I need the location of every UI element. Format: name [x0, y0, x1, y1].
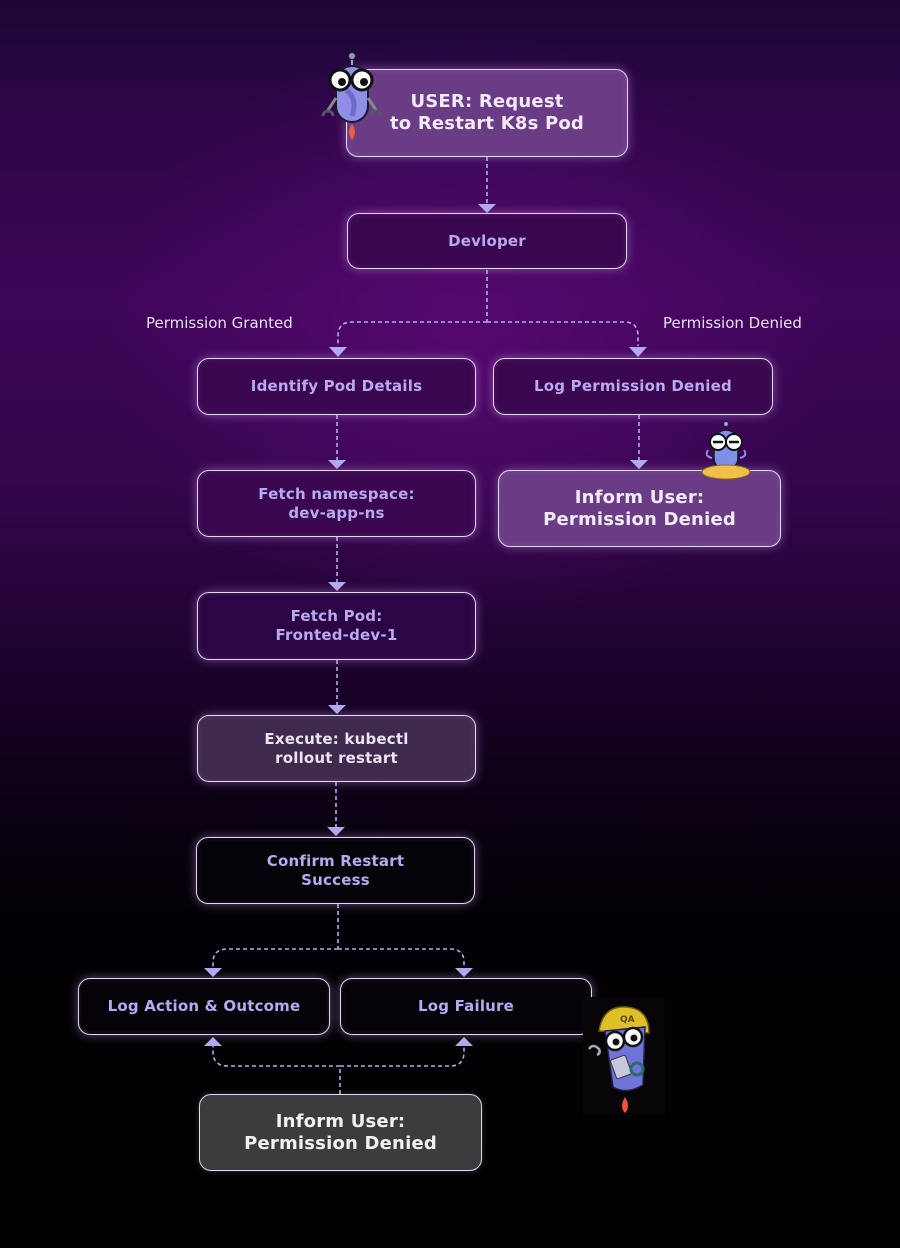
robot-mascot-icon	[321, 52, 383, 140]
node-identify-pod-details-text: Identify Pod Details	[250, 377, 423, 395]
node-developer[interactable]: Devloper	[347, 213, 627, 269]
arrowhead-icon	[328, 582, 346, 591]
meditating-robot-icon	[701, 422, 751, 480]
node-inform-user-denied-bottom[interactable]: Inform User: Permission Denied	[199, 1094, 482, 1171]
arrowhead-icon	[478, 204, 496, 213]
label-permission-granted: Permission Granted	[146, 314, 293, 332]
qa-robot-panel: QA	[583, 997, 665, 1115]
connector-merge-to-log-action	[212, 1046, 340, 1067]
node-developer-text: Devloper	[448, 231, 526, 250]
node-user-request[interactable]: USER: Request to Restart K8s Pod	[346, 69, 628, 157]
node-log-action-outcome[interactable]: Log Action & Outcome	[78, 978, 330, 1035]
arrowhead-icon	[328, 460, 346, 469]
arrowhead-icon	[328, 705, 346, 714]
qa-robot-icon: QA	[587, 1006, 650, 1113]
node-execute-kubectl-text: Execute: kubectl rollout restart	[264, 729, 409, 767]
arrowhead-up-icon	[204, 1037, 222, 1046]
node-fetch-pod[interactable]: Fetch Pod: Fronted-dev-1	[197, 592, 476, 660]
node-log-action-outcome-text: Log Action & Outcome	[107, 997, 301, 1015]
connector-merge-to-log-failure	[340, 1046, 465, 1067]
arrowhead-icon	[455, 968, 473, 977]
node-execute-kubectl[interactable]: Execute: kubectl rollout restart	[197, 715, 476, 782]
arrowhead-icon	[329, 347, 347, 357]
arrowhead-icon	[630, 460, 648, 469]
node-user-request-text: USER: Request to Restart K8s Pod	[389, 91, 584, 134]
node-fetch-pod-text: Fetch Pod: Fronted-dev-1	[275, 607, 398, 644]
arrowhead-icon	[629, 347, 647, 357]
node-inform-user-denied-right[interactable]: Inform User: Permission Denied	[498, 470, 781, 547]
node-log-permission-denied-text: Log Permission Denied	[534, 377, 732, 395]
node-confirm-restart-text: Confirm Restart Success	[266, 851, 405, 889]
node-log-permission-denied[interactable]: Log Permission Denied	[493, 358, 773, 415]
connector-to-log-action	[212, 948, 338, 968]
node-log-failure-text: Log Failure	[417, 997, 515, 1015]
connector-to-log-failure	[338, 948, 465, 968]
arrowhead-icon	[327, 827, 345, 836]
connector-to-identify	[337, 321, 487, 346]
label-permission-denied: Permission Denied	[663, 314, 802, 332]
qa-badge-text: QA	[620, 1015, 635, 1025]
node-fetch-namespace-text: Fetch namespace: dev-app-ns	[258, 484, 415, 522]
node-identify-pod-details[interactable]: Identify Pod Details	[197, 358, 476, 415]
node-confirm-restart[interactable]: Confirm Restart Success	[196, 837, 475, 904]
arrowhead-icon	[204, 968, 222, 977]
node-inform-user-denied-bottom-text: Inform User: Permission Denied	[244, 1110, 437, 1154]
arrowhead-up-icon	[455, 1037, 473, 1046]
node-fetch-namespace[interactable]: Fetch namespace: dev-app-ns	[197, 470, 476, 537]
node-log-failure[interactable]: Log Failure	[340, 978, 592, 1035]
connector-to-log-denied	[487, 321, 639, 346]
node-inform-user-denied-right-text: Inform User: Permission Denied	[543, 486, 736, 530]
